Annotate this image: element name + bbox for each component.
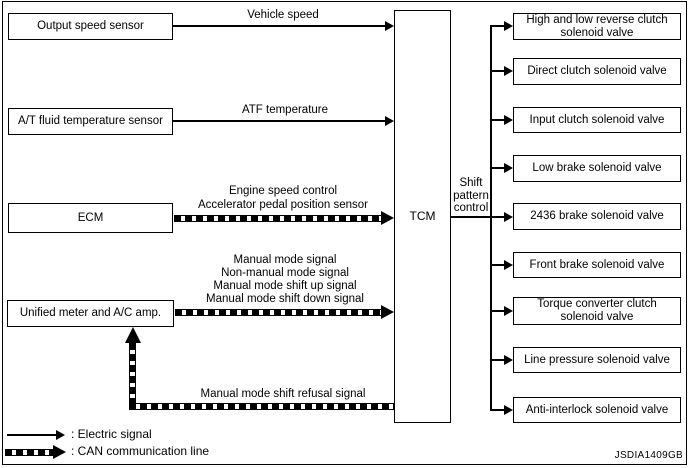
node-low-brake-solenoid: Low brake solenoid valve	[513, 155, 681, 182]
atf-temperature-arrow-line	[173, 120, 386, 122]
figure-code: JSDIA1409GB	[614, 450, 683, 461]
distribution-line	[490, 26, 492, 410]
legend-can-line	[5, 449, 54, 456]
branch-line	[490, 264, 505, 266]
signal-label-manual-mode-can: Manual mode signal Non-manual mode signa…	[206, 254, 364, 305]
signal-label-atf-temperature: ATF temperature	[241, 104, 329, 116]
meter-can-arrowhead-icon	[381, 305, 394, 319]
vehicle-speed-arrowhead-icon	[385, 21, 394, 31]
branch-line	[490, 25, 505, 27]
node-unified-meter-ac-amp: Unified meter and A/C amp.	[7, 300, 174, 327]
node-label: Torque converter clutch solenoid valve	[537, 298, 657, 323]
branch-arrowhead-icon	[504, 163, 513, 173]
branch-line	[490, 167, 505, 169]
node-label: Output speed sensor	[37, 20, 144, 32]
branch-arrowhead-icon	[504, 212, 513, 222]
legend-can-label: : CAN communication line	[71, 444, 210, 458]
node-high-low-reverse-clutch-solenoid: High and low reverse clutch solenoid val…	[513, 13, 681, 40]
node-input-clutch-solenoid: Input clutch solenoid valve	[513, 107, 681, 133]
refusal-can-arrowhead-icon	[125, 327, 141, 343]
branch-arrowhead-icon	[504, 260, 513, 270]
node-tcm: TCM	[394, 10, 451, 423]
branch-line	[490, 359, 505, 361]
node-ecm: ECM	[8, 203, 173, 233]
branch-arrowhead-icon	[504, 405, 513, 415]
shift-pattern-control-note: Shift pattern control	[453, 177, 489, 214]
branch-line	[490, 310, 505, 312]
node-direct-clutch-solenoid: Direct clutch solenoid valve	[513, 58, 681, 85]
node-label: Front brake solenoid valve	[529, 258, 665, 271]
branch-arrowhead-icon	[504, 115, 513, 125]
legend-electric-line	[7, 434, 57, 436]
branch-line	[490, 216, 505, 218]
ecm-can-arrowhead-icon	[381, 211, 394, 225]
branch-line	[490, 70, 505, 72]
branch-arrowhead-icon	[504, 306, 513, 316]
node-label: Unified meter and A/C amp.	[19, 307, 162, 319]
branch-arrowhead-icon	[504, 355, 513, 365]
node-2436-brake-solenoid: 2436 brake solenoid valve	[513, 203, 681, 230]
node-front-brake-solenoid: Front brake solenoid valve	[513, 252, 681, 278]
node-label: 2436 brake solenoid valve	[530, 210, 664, 222]
node-label: High and low reverse clutch solenoid val…	[526, 13, 668, 39]
signal-label-vehicle-speed: Vehicle speed	[247, 9, 319, 21]
node-line-pressure-solenoid: Line pressure solenoid valve	[513, 347, 681, 373]
tcm-output-line	[451, 216, 505, 218]
node-output-speed-sensor: Output speed sensor	[8, 13, 173, 40]
legend-electric-arrowhead-icon	[56, 430, 65, 440]
legend-can-arrowhead-icon	[53, 445, 66, 459]
branch-arrowhead-icon	[504, 21, 513, 31]
signal-label-ecm-can: Engine speed control Accelerator pedal p…	[197, 185, 369, 211]
branch-line	[490, 409, 505, 411]
branch-line	[490, 119, 505, 121]
vehicle-speed-arrow-line	[173, 25, 386, 27]
node-label: Direct clutch solenoid valve	[527, 65, 667, 77]
node-label: Anti-interlock solenoid valve	[525, 403, 669, 416]
atf-temperature-arrowhead-icon	[385, 116, 394, 126]
node-label: Input clutch solenoid valve	[529, 113, 665, 126]
refusal-can-line-vertical	[129, 343, 136, 405]
signal-label-shift-refusal: Manual mode shift refusal signal	[200, 388, 366, 400]
node-label: A/T fluid temperature sensor	[18, 115, 163, 127]
node-torque-converter-clutch-solenoid: Torque converter clutch solenoid valve	[513, 297, 681, 325]
meter-can-line	[175, 309, 381, 316]
node-label: Low brake solenoid valve	[532, 162, 662, 174]
ecm-can-line	[174, 215, 381, 222]
refusal-can-line-horizontal	[129, 403, 394, 410]
node-label: Line pressure solenoid valve	[524, 353, 670, 366]
legend-electric-label: : Electric signal	[71, 427, 152, 441]
branch-arrowhead-icon	[504, 66, 513, 76]
node-label: ECM	[77, 211, 104, 224]
node-anti-interlock-solenoid: Anti-interlock solenoid valve	[513, 397, 681, 423]
node-label: TCM	[409, 209, 436, 223]
node-at-fluid-temperature-sensor: A/T fluid temperature sensor	[8, 108, 173, 135]
